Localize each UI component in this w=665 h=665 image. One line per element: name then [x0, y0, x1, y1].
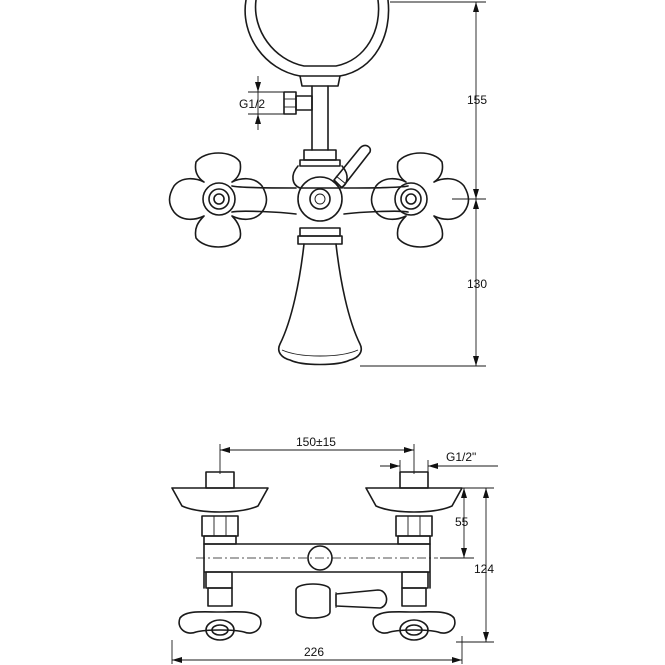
dim-g12-top: G1/2 — [239, 97, 265, 111]
dim-130: 130 — [467, 277, 487, 291]
left-handle-plan — [178, 610, 262, 641]
dim-150: 150±15 — [296, 435, 336, 449]
dim-155: 155 — [467, 93, 487, 107]
right-handle-plan — [372, 610, 456, 641]
plan-view: 150±15 G1/2" — [171, 435, 498, 664]
left-connector — [171, 471, 269, 545]
riser-pipe — [311, 85, 329, 151]
right-connector — [365, 471, 463, 545]
shower-cradle — [244, 0, 390, 77]
plan-body — [203, 543, 431, 589]
side-outlet-nut — [283, 91, 313, 115]
diverter-lever-plan — [295, 583, 331, 619]
bath-spout — [277, 243, 363, 366]
mixer-body — [231, 185, 409, 215]
dim-226: 226 — [304, 645, 324, 659]
dim-124: 124 — [474, 562, 494, 576]
left-cross-handle — [168, 152, 268, 248]
dim-g12-bottom: G1/2" — [446, 450, 476, 464]
front-view: 155 130 G1/2 — [168, 0, 487, 367]
dim-55: 55 — [455, 515, 469, 529]
right-cross-handle — [370, 152, 470, 248]
diverter-lever — [333, 144, 372, 189]
